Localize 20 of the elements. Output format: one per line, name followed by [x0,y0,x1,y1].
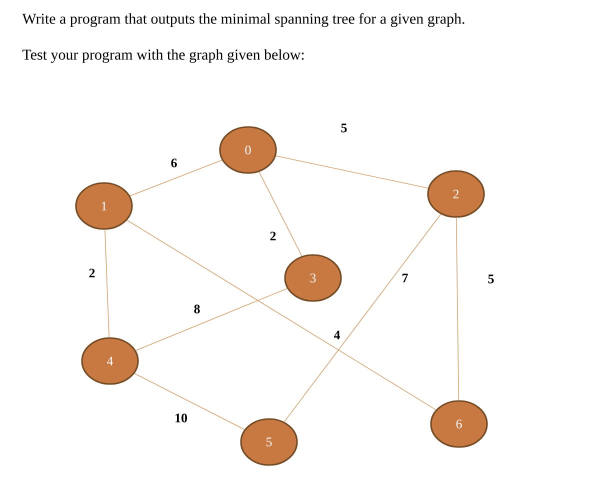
edge-line [258,172,302,256]
edge-weight: 4 [334,330,340,340]
edge-weight: 5 [341,124,347,132]
edge-weight: 6 [171,158,177,168]
edge-weight: 2 [270,232,276,240]
edge-line [104,229,110,338]
title-text: Write a program that outputs the minimal spanning tree for a given graph. [22,13,464,27]
edge-weight: 8 [194,304,200,314]
edge-line [134,373,245,430]
edge-line [126,220,436,410]
edge-weight: 10 [176,414,187,422]
edge-weight: 2 [89,268,95,278]
edge-line [284,214,442,422]
edge-weight: 5 [488,274,494,284]
edge-line [276,156,428,188]
edge-line [135,288,288,351]
edge-weight: 7 [402,274,408,282]
edge-line [456,217,460,401]
instruction-text: Test your program with the graph given below: [22,49,304,63]
edge-line [130,160,222,196]
